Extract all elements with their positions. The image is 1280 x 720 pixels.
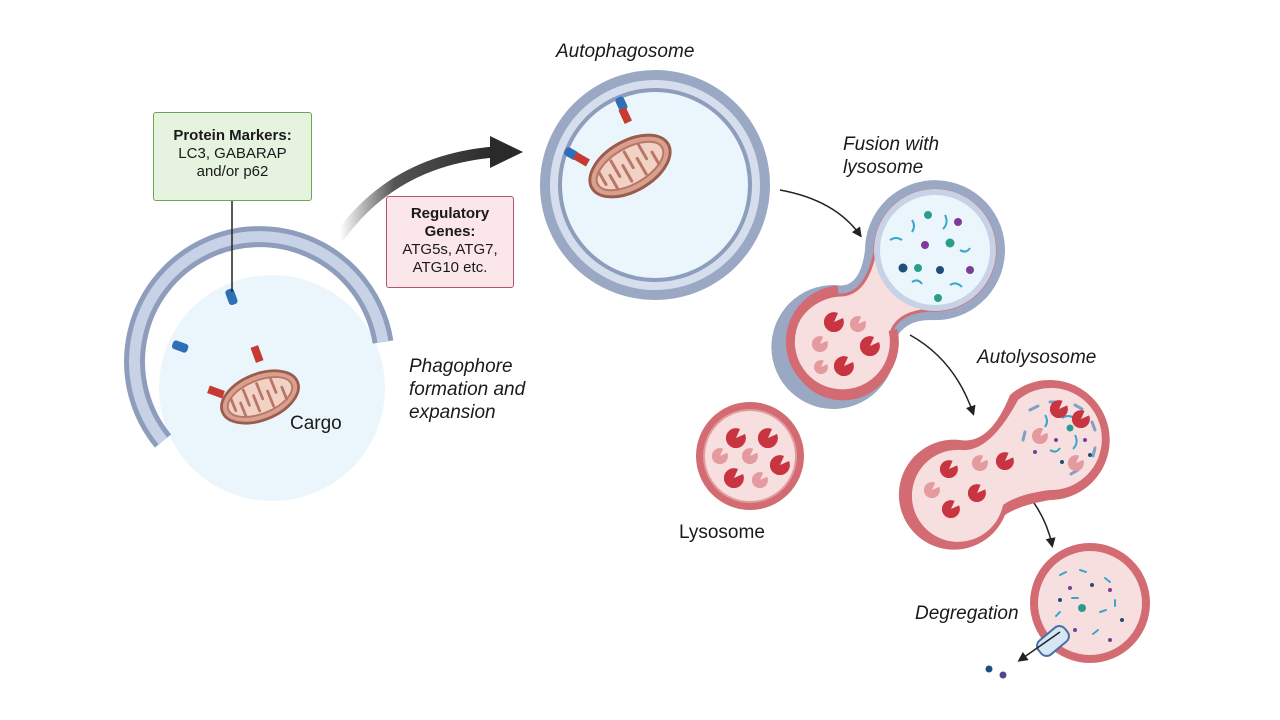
regulatory-genes-line: ATG5s, ATG7,: [402, 241, 498, 258]
lc3-marker: [171, 340, 189, 353]
protein-markers-line: LC3, GABARAP: [178, 145, 287, 162]
lc3-marker: [615, 96, 628, 112]
released-molecule: [999, 671, 1007, 679]
formation-arrow: [334, 136, 523, 242]
p62-receptor: [207, 385, 225, 399]
autolysosome-contents: [924, 400, 1097, 518]
release-arrow: [1017, 631, 1061, 662]
autophagosome: [540, 70, 770, 300]
autolysosome: [898, 380, 1110, 550]
transporter-channel: [1036, 625, 1070, 657]
autolysosome-arrow: [909, 334, 976, 416]
cargo-label: Cargo: [290, 413, 342, 434]
p62-receptor: [572, 152, 590, 167]
phagophore: [124, 226, 394, 501]
autolysosome-label: Autolysosome: [977, 347, 1097, 368]
released-molecule: [985, 665, 993, 673]
phagophore-membrane-inner: [129, 231, 389, 445]
p62-receptor: [618, 106, 633, 124]
fusion-arrow: [779, 189, 862, 238]
lysosome-label: Lysosome: [679, 522, 765, 543]
autophagosome-label: Autophagosome: [556, 41, 695, 62]
fusion-complex: [771, 180, 1005, 409]
protein-markers-box: Protein Markers: LC3, GABARAP and/or p62: [153, 112, 312, 201]
regulatory-genes-line: ATG10 etc.: [412, 259, 488, 276]
phagophore-label: Phagophore formation and expansion: [409, 355, 525, 424]
regulatory-genes-title: Regulatory: [410, 205, 490, 222]
regulatory-genes-title: Genes:: [424, 223, 476, 240]
degradation-label: Degregation: [915, 603, 1019, 624]
lysosome: [696, 402, 804, 510]
lc3-marker: [225, 288, 238, 306]
regulatory-genes-box: Regulatory Genes: ATG5s, ATG7, ATG10 etc…: [386, 196, 514, 288]
protein-markers-line: and/or p62: [196, 163, 269, 180]
phagophore-label-line: formation and: [409, 379, 526, 400]
autophagosome-lumen: [562, 92, 748, 278]
degraded-fragments: [1055, 569, 1124, 642]
fusion-label-line: Fusion with: [843, 134, 940, 155]
fusion-cargo-particles: [889, 211, 974, 302]
fusion-label-line: lysosome: [843, 157, 924, 178]
protein-markers-title: Protein Markers:: [173, 127, 292, 144]
fusion-label: Fusion with lysosome: [843, 133, 939, 179]
p62-receptor: [250, 345, 264, 363]
phagophore-label-line: expansion: [409, 402, 496, 423]
phagophore-label-line: Phagophore: [409, 356, 513, 377]
degradation-vesicle: [985, 543, 1150, 679]
